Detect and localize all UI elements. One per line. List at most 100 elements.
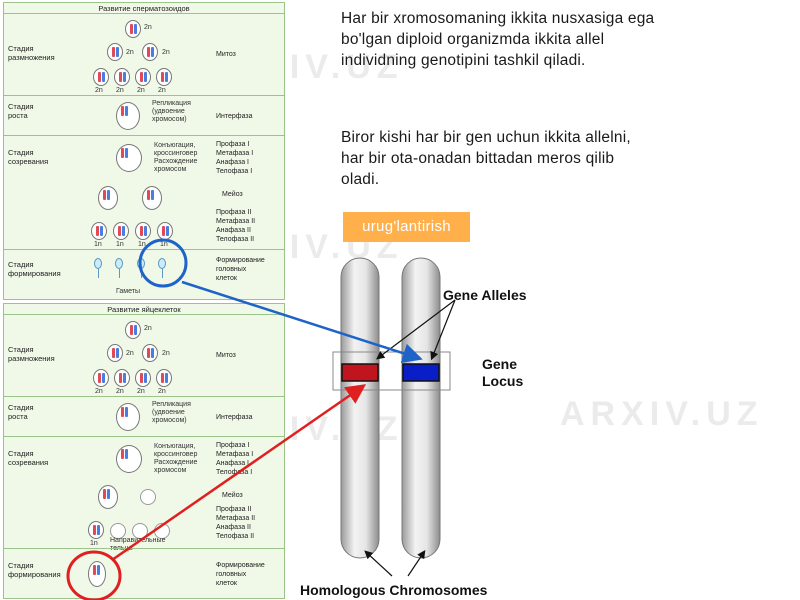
phase-line: Анафаза I: [216, 159, 249, 166]
stage-row: Стадия размножения Митоз 2n 2n 2n 2n 2n …: [4, 13, 284, 96]
stage-line: Стадия: [8, 44, 34, 53]
phase-line: Анафаза II: [216, 227, 251, 234]
homologous-pointer: [364, 550, 393, 577]
paragraph-line: Biror kishi har bir gen uchun ikkita all…: [341, 129, 631, 146]
stage-line: роста: [8, 412, 28, 421]
polar-body-icon: [140, 489, 156, 505]
label-line: кроссинговер: [154, 150, 198, 157]
cell-icon: [142, 344, 158, 362]
homologous-label: Homologous Chromosomes: [300, 582, 488, 598]
label-line: (удвоение: [152, 409, 185, 416]
stage-row: Стадия созревания Конъюгация, кроссингов…: [4, 436, 284, 552]
cell-icon: [98, 485, 118, 509]
label-line: (удвоение: [152, 108, 185, 115]
stage-label: Стадия роста: [8, 102, 66, 120]
cell-icon: [142, 43, 158, 61]
phase-label: Интерфаза: [216, 414, 253, 421]
conjugation-label: Конъюгация, кроссинговер Расхождение хро…: [154, 443, 197, 475]
stage-row: Стадия размножения Митоз 2n 2n 2n 2n 2n …: [4, 314, 284, 397]
oogenesis-table: Развитие яйцеклеток Стадия размножения М…: [3, 303, 285, 599]
ploidy-label: 1n: [94, 241, 102, 248]
ploidy-label: 2n: [137, 87, 145, 94]
ploidy-label: 2n: [162, 350, 170, 357]
stage-label: Стадия формирования: [8, 561, 66, 579]
paragraph-line: oladi.: [341, 171, 380, 188]
phase-label: Митоз: [216, 51, 236, 58]
ploidy-label: 2n: [162, 49, 170, 56]
label-line: кроссинговер: [154, 451, 198, 458]
stage-line: созревания: [8, 458, 49, 467]
stage-row: Стадия роста Репликация (удвоение хромос…: [4, 396, 284, 437]
stage-line: Стадия: [8, 260, 34, 269]
stage-line: размножения: [8, 354, 55, 363]
paragraph-line: individning genotipini tashkil qiladi.: [341, 52, 586, 69]
cell-icon: [125, 321, 141, 339]
stage-label: Стадия роста: [8, 403, 66, 421]
stage-line: Стадия: [8, 102, 34, 111]
cell-icon: [125, 20, 141, 38]
cell-icon: [98, 186, 118, 210]
stage-line: Стадия: [8, 561, 34, 570]
phase-line: Анафаза I: [216, 460, 249, 467]
ploidy-label: 2n: [116, 388, 124, 395]
phase-line: Телофаза I: [216, 469, 253, 476]
phase-line: Телофаза I: [216, 168, 253, 175]
stage-line: Стадия: [8, 449, 34, 458]
sperm-icon: [94, 258, 102, 278]
cell-icon: [135, 369, 151, 387]
polar-body-icon: [110, 523, 126, 539]
watermark: ARXIV.UZ: [560, 395, 764, 433]
cell-icon: [135, 222, 151, 240]
fertilization-tag: urug'lantirish: [343, 212, 470, 242]
cell-icon: [116, 403, 140, 431]
sperm-icon: [115, 258, 123, 278]
ploidy-label: 1n: [138, 241, 146, 248]
replication-label: Репликация (удвоение хромосом): [152, 401, 191, 425]
phase-label: Формирование головных клеток: [216, 256, 282, 283]
label-line: хромосом: [154, 166, 187, 173]
stage-line: формирования: [8, 269, 61, 278]
paragraph-line: har bir ota-onadan bittadan meros qilib: [341, 150, 615, 167]
allele-blue: [402, 363, 440, 382]
phase-line: клеток: [216, 580, 237, 587]
ploidy-label: 1n: [116, 241, 124, 248]
cell-icon: [114, 68, 130, 86]
cell-icon: [107, 344, 123, 362]
cell-icon: [156, 369, 172, 387]
gene-alleles-pointer: [430, 299, 456, 361]
stage-label: Стадия размножения: [8, 44, 66, 62]
phase-label: Мейоз: [222, 492, 243, 499]
stage-line: Стадия: [8, 148, 34, 157]
ploidy-label: 2n: [126, 350, 134, 357]
phase-line: Профаза II: [216, 506, 252, 513]
phase-label: Интерфаза: [216, 113, 253, 120]
stage-line: созревания: [8, 157, 49, 166]
phase-label: Митоз: [216, 352, 236, 359]
stage-line: Стадия: [8, 345, 34, 354]
stage-label: Стадия формирования: [8, 260, 66, 278]
sperm-highlight-circle: [138, 238, 188, 288]
cell-icon: [114, 369, 130, 387]
label-line: Конъюгация,: [154, 443, 196, 450]
cell-icon: [88, 521, 104, 539]
ploidy-label: 2n: [158, 388, 166, 395]
cell-icon: [156, 68, 172, 86]
stage-line: Стадия: [8, 403, 34, 412]
sperm-to-allele-arrow: [181, 280, 423, 363]
phase-line: Метафаза I: [216, 451, 254, 458]
replication-label: Репликация (удвоение хромосом): [152, 100, 191, 124]
table-title: Развитие сперматозоидов: [98, 4, 190, 13]
cell-icon: [93, 68, 109, 86]
table-title: Развитие яйцеклеток: [107, 305, 181, 314]
cell-icon: [142, 186, 162, 210]
paragraph-inheritance: Biror kishi har bir gen uchun ikkita all…: [341, 127, 631, 190]
phase-label: Профаза II Метафаза II Анафаза II Телофа…: [216, 505, 282, 541]
gene-alleles-label: Gene Alleles: [443, 287, 527, 303]
stage-row: Стадия формирования Формирование головны…: [4, 548, 284, 599]
phase-line: Профаза I: [216, 141, 250, 148]
label-line: Расхождение: [154, 459, 198, 466]
egg-highlight-ellipse: [66, 550, 122, 600]
ploidy-label: 2n: [126, 49, 134, 56]
phase-line: Телофаза II: [216, 533, 255, 540]
